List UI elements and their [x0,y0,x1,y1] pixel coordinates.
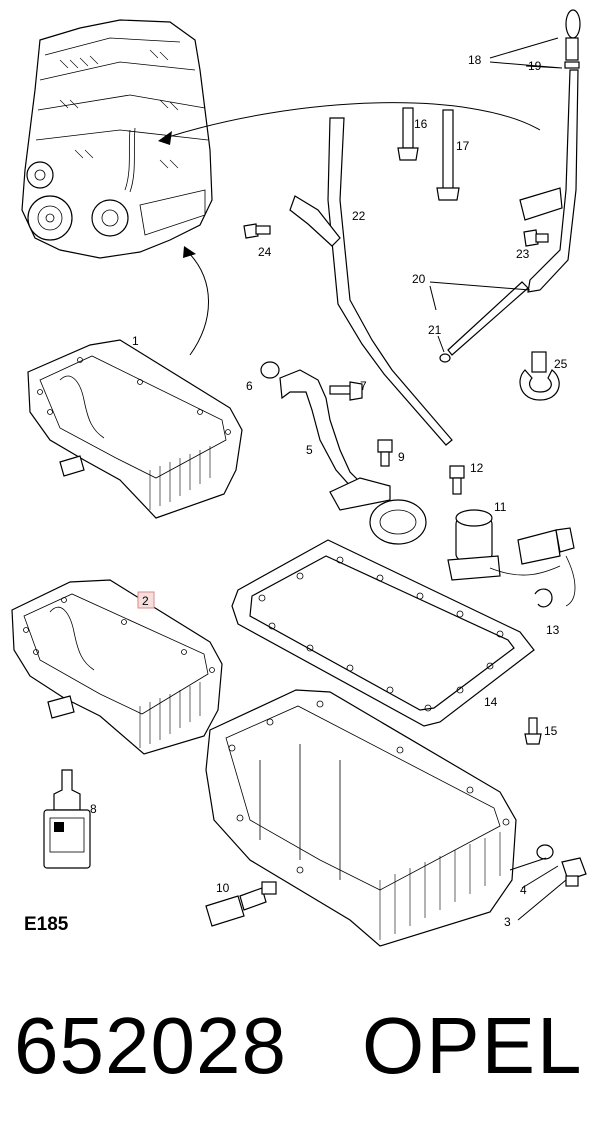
brand-name: OPEL [362,1001,584,1090]
bolt-16 [397,107,419,161]
oil-pan-2 [11,579,223,755]
label-3: 3 [504,915,511,929]
label-2: 2 [142,594,149,608]
o-ring-21 [439,353,451,363]
bolt-9 [377,439,393,467]
label-13: 13 [546,623,560,637]
label-15: 15 [544,724,558,738]
sealant-bottle-8 [43,769,91,869]
clip-13 [534,588,553,608]
label-19: 19 [528,59,542,73]
label-10: 10 [216,881,230,895]
label-20: 20 [412,272,426,286]
label-24: 24 [258,245,272,259]
label-5: 5 [306,443,313,457]
diagram-code: E185 [24,914,69,935]
label-23: 23 [516,247,530,261]
dipstick-tube [289,117,453,446]
bolt-7 [329,381,363,401]
label-8: 8 [90,802,97,816]
label-9: 9 [398,450,405,464]
bolt-12 [449,465,465,495]
sensor-10 [205,881,277,927]
leader-lines [429,37,567,921]
label-7: 7 [360,379,367,393]
part-labels: 1 2 3 4 5 6 7 8 9 10 11 12 13 14 15 16 1… [90,53,568,929]
drain-plug-3 [561,857,587,887]
washer-4 [536,844,554,860]
oil-pan-1 [27,339,243,519]
part-number: 652028 [14,1001,287,1090]
label-16: 16 [414,117,428,131]
arrow-dipstick-to-engine [164,102,541,139]
label-12: 12 [470,461,484,475]
label-22: 22 [352,209,366,223]
oil-pan-large [205,689,517,947]
label-11: 11 [494,500,507,514]
label-17: 17 [456,139,470,153]
bolt-15 [524,717,542,745]
label-14: 14 [484,695,498,709]
label-18: 18 [468,53,482,67]
arrow-pan-to-engine [187,251,209,356]
bolt-24 [243,223,271,239]
bolt-17 [436,109,460,201]
dipstick-assembly [447,9,581,356]
bolt-23 [523,229,549,247]
arrowhead-1 [158,131,172,145]
label-21: 21 [428,323,442,337]
label-1: 1 [132,334,139,348]
label-4: 4 [520,883,527,897]
parts-diagram: 1 2 3 4 5 6 7 8 9 10 11 12 13 14 15 16 1… [11,9,587,947]
oil-pan-gasket [231,539,535,727]
arrowhead-2 [183,246,196,258]
label-6: 6 [246,379,253,393]
highlight-box-2 [137,591,155,609]
oil-level-sensor [447,509,576,607]
engine-illustration [21,19,213,259]
clip-25 [519,351,560,401]
label-25: 25 [554,357,568,371]
o-ring-6 [260,361,280,379]
oil-pickup-pipe [279,369,427,545]
